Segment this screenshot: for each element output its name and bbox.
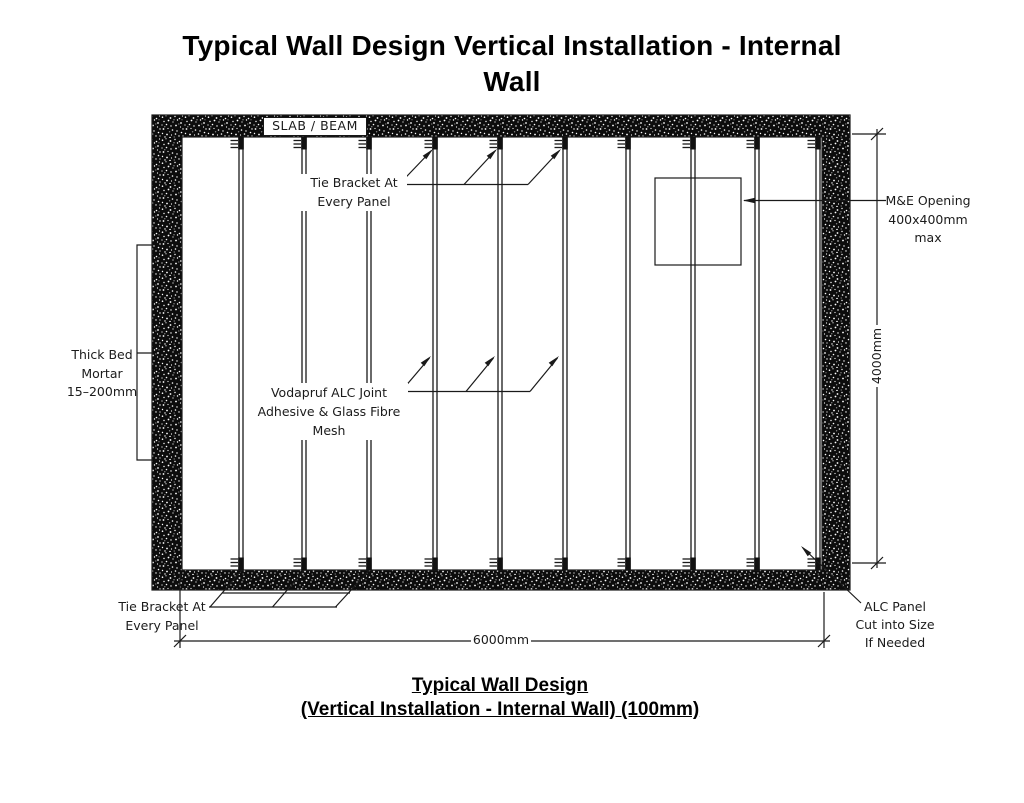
alc-panel-arrow: [801, 546, 862, 604]
frame-outer-outline: [151, 114, 851, 591]
drawing-title-line1: Typical Wall Design Vertical Installatio…: [182, 30, 842, 61]
drawing-caption-line2: (Vertical Installation - Internal Wall) …: [300, 699, 700, 720]
width-dimension: 6000mm: [471, 632, 531, 648]
drawing-title-line2: Wall: [483, 66, 541, 97]
thick-bed-line1: Thick Bed: [71, 347, 133, 362]
me-opening-line2: 400x400mm: [888, 211, 968, 227]
vodapruf-line1: Vodapruf ALC Joint: [270, 385, 388, 400]
slab-beam-label: SLAB / BEAM: [263, 117, 367, 136]
thick-bed-line3: 15–200mm: [66, 384, 138, 399]
tie-bracket-bottom-line1: Tie Bracket At: [118, 599, 206, 614]
tie-bracket-bottom-label: Tie Bracket At Every Panel: [109, 598, 215, 635]
tie-bracket-top-label: Tie Bracket At Every Panel: [301, 174, 407, 211]
alc-panel-line1: ALC Panel: [864, 599, 926, 614]
vodapruf-line2: Adhesive & Glass Fibre: [257, 404, 401, 419]
vodapruf-line3: Mesh: [312, 423, 346, 438]
vodapruf-label: Vodapruf ALC Joint Adhesive & Glass Fibr…: [250, 383, 408, 440]
tie-bracket-bottom-line2: Every Panel: [125, 617, 199, 633]
drawing-title: Typical Wall Design Vertical Installatio…: [0, 28, 1024, 100]
me-opening-square: [654, 177, 742, 266]
alc-panel-line2: Cut into Size: [855, 617, 935, 632]
me-opening-line1: M&E Opening: [885, 193, 971, 208]
me-opening-arrow: [743, 197, 886, 204]
me-opening-label: M&E Opening 400x400mm max: [877, 192, 979, 248]
thick-bed-mortar-bracket: [136, 244, 153, 461]
vodapruf-leader: [400, 356, 559, 393]
thick-bed-mortar-label: Thick Bed Mortar 15–200mm: [50, 346, 154, 402]
tie-bracket-top-line1: Tie Bracket At: [310, 175, 398, 190]
alc-panel-line3: If Needed: [864, 635, 926, 650]
height-dimension: 4000mm: [869, 325, 885, 387]
alc-panel-label: ALC Panel Cut into Size If Needed: [844, 598, 946, 652]
tie-bracket-top-leader: [398, 149, 561, 186]
slab-beam-frame: [152, 115, 850, 590]
me-opening-line3: max: [914, 230, 942, 245]
tie-bracket-top-line2: Every Panel: [317, 193, 391, 209]
drawing-caption-line1: Typical Wall Design: [411, 675, 589, 696]
drawing-caption: Typical Wall Design (Vertical Installati…: [0, 674, 1000, 722]
thick-bed-line2: Mortar: [81, 365, 123, 381]
tie-bracket-bottom-leader: [209, 569, 370, 608]
